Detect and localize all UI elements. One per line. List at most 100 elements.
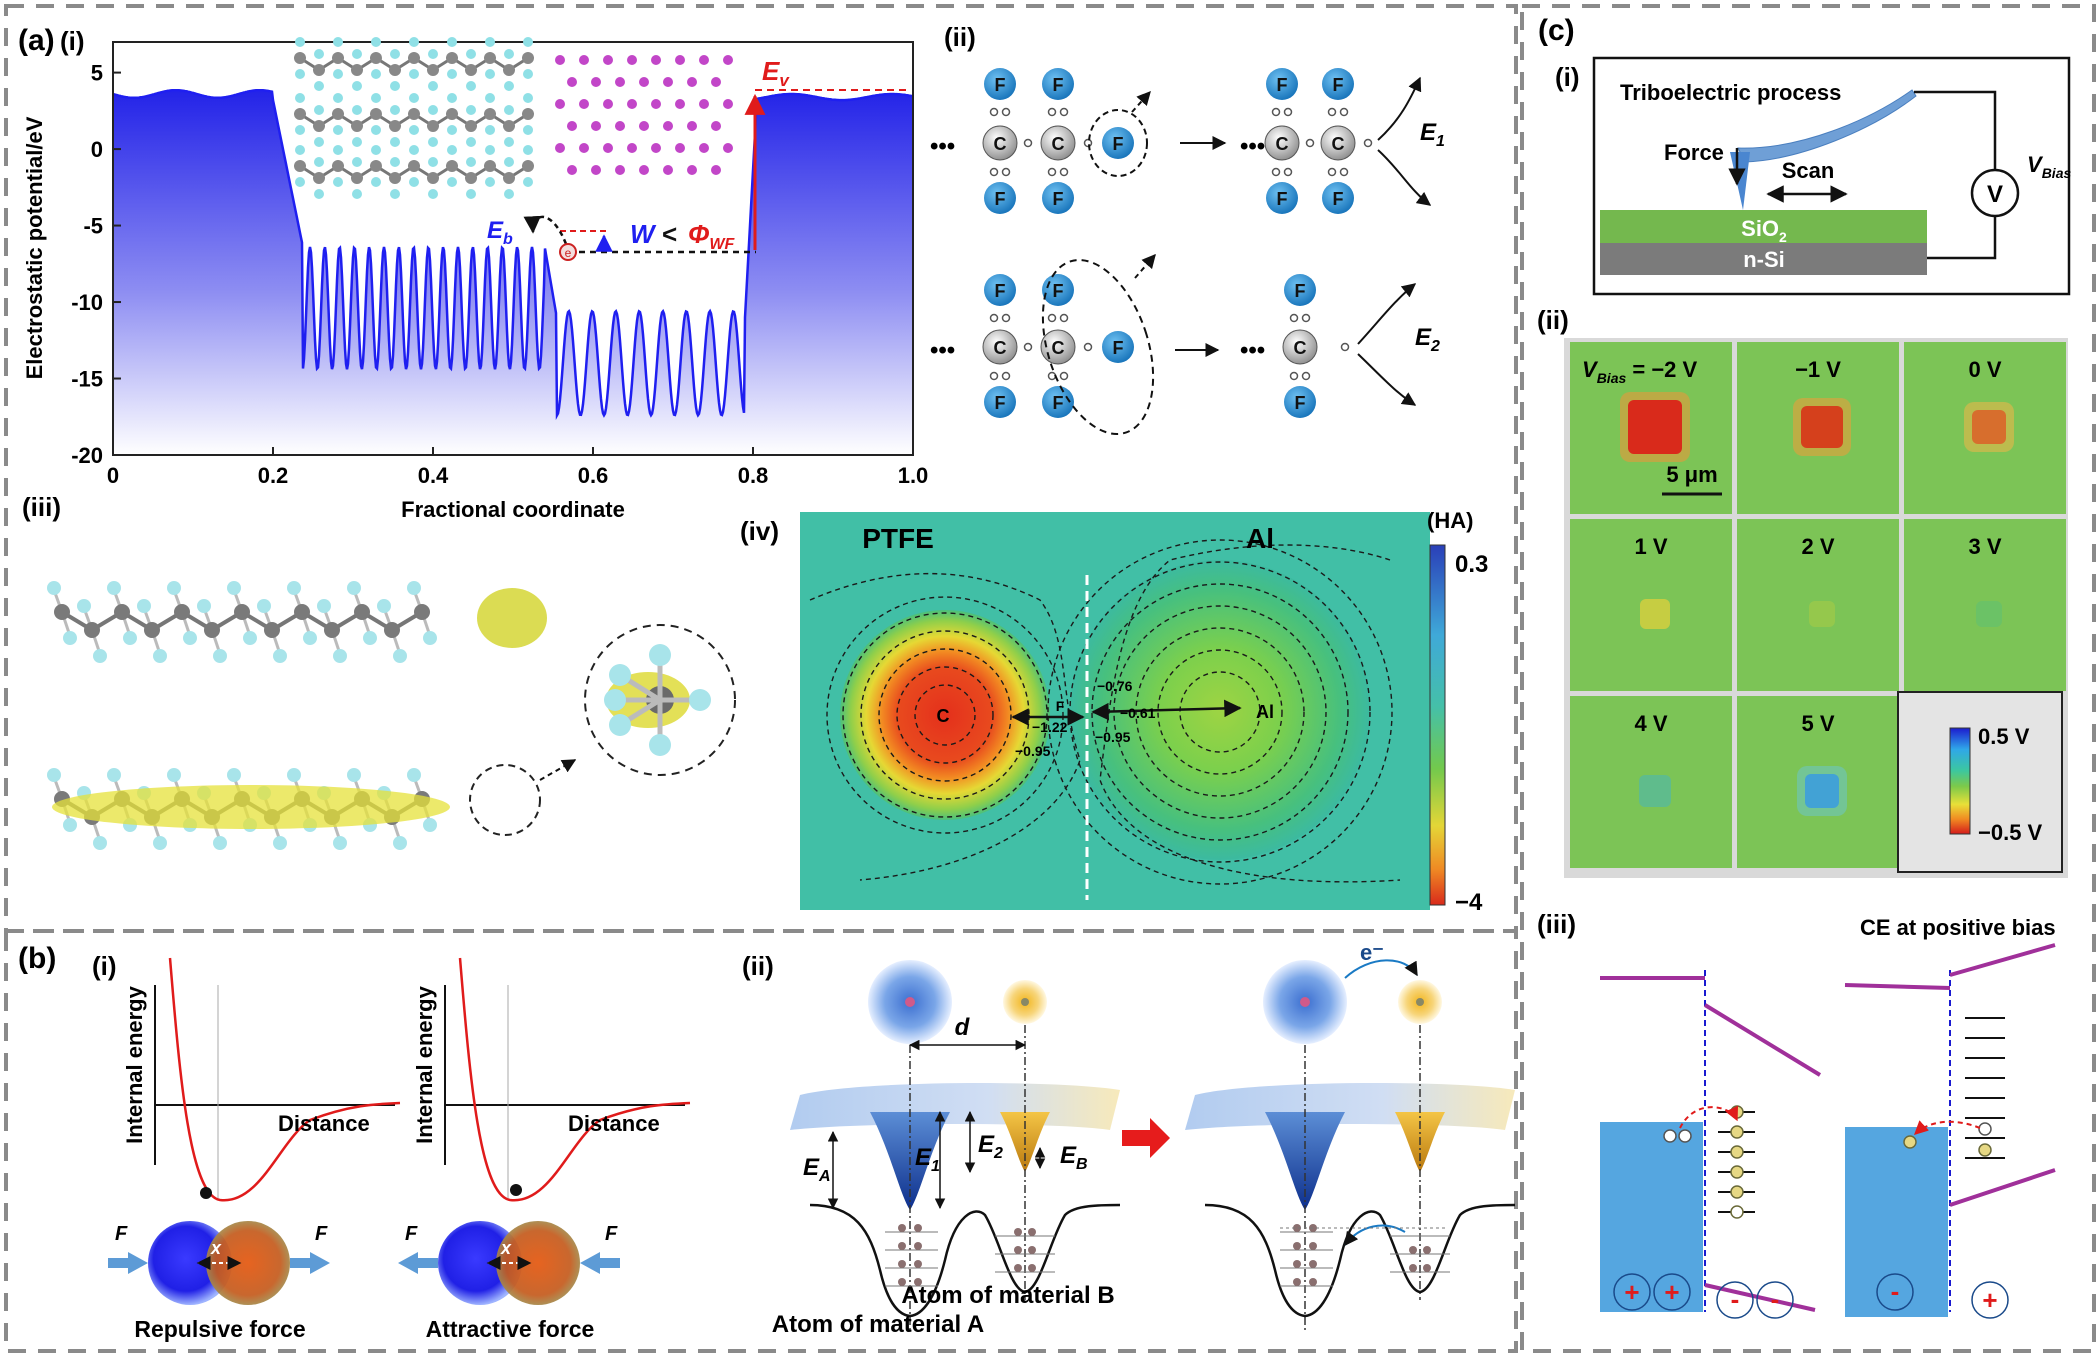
charge-circle — [1756, 1281, 1794, 1319]
fluorine-atom — [447, 69, 457, 79]
potential-map: PTFE Al C Al F −1.22 −0.95 −0.76 −0.61 −… — [800, 512, 1430, 910]
electron-dot — [989, 167, 999, 177]
potential-curve — [458, 957, 691, 1202]
c-ii-colorbar — [1949, 727, 1971, 835]
y-tick-label: -5 — [83, 214, 103, 239]
fluorine-atom — [93, 836, 107, 850]
zoom-fluorine — [609, 714, 631, 736]
trap-electron — [1978, 1122, 1992, 1136]
contour-ring — [1091, 583, 1349, 841]
chain-dots: ••• — [930, 133, 955, 160]
kpfm-tile-sub: Bias — [1597, 370, 1627, 386]
carbon-atom — [332, 160, 344, 172]
al-atom — [603, 55, 613, 65]
energy-sheet — [1185, 1083, 1515, 1130]
carbon-atom — [370, 108, 382, 120]
fluorine-atom — [352, 49, 362, 59]
carbon-atom — [408, 108, 420, 120]
carbon-atom — [313, 172, 325, 184]
x-label: x — [210, 1238, 222, 1258]
nucleus-a — [905, 997, 915, 1007]
al-atom — [603, 143, 613, 153]
al-atom — [651, 143, 661, 153]
fluorine-label: F — [995, 189, 1006, 209]
electron-dot — [1001, 313, 1011, 323]
electron-dot — [1289, 313, 1299, 323]
carbon-atom — [351, 64, 363, 76]
fluorine-atom — [213, 649, 227, 663]
al-atom — [603, 99, 613, 109]
distance-label: Distance — [568, 1111, 660, 1136]
fluorine-atom — [333, 836, 347, 850]
electron-dot — [1023, 342, 1033, 352]
fluorine-atom — [409, 125, 419, 135]
fluorine-atom — [504, 105, 514, 115]
kpfm-tile-label: 0 V — [1968, 357, 2001, 382]
carbon-atom — [522, 108, 534, 120]
carbon-atom — [503, 172, 515, 184]
al-atom — [687, 77, 697, 87]
conduction-band — [1703, 1003, 1822, 1077]
sio2-layer — [1600, 210, 1927, 243]
electron — [1309, 1278, 1317, 1286]
electron — [1309, 1260, 1317, 1268]
kpfm-tile — [1904, 519, 2066, 691]
electron-dot — [1059, 371, 1069, 381]
electron — [898, 1242, 906, 1250]
trap-electron — [1730, 1105, 1744, 1119]
fluorine-atom — [390, 137, 400, 147]
fluorine-atom — [371, 125, 381, 135]
fluorine-atom — [428, 81, 438, 91]
contour-ring — [914, 684, 976, 746]
carbon-atom — [484, 160, 496, 172]
e1-sub: 1 — [1436, 133, 1445, 150]
electron — [898, 1224, 906, 1232]
charge-sign: - — [1731, 1284, 1740, 1314]
energy-arrow — [1357, 353, 1417, 406]
electron-dot — [1339, 107, 1349, 117]
energy-arrow — [1357, 283, 1417, 345]
fluorine-atom — [47, 768, 61, 782]
x-tick-label: 1.0 — [898, 463, 929, 488]
leave-arrow — [1131, 90, 1151, 113]
fluorine-label: F — [1053, 75, 1064, 95]
fluorine-atom — [317, 599, 331, 613]
fluorine-atom — [295, 177, 305, 187]
contour-label-5: −0.95 — [1095, 729, 1131, 745]
fluorine-atom — [333, 125, 343, 135]
electron-dot — [989, 371, 999, 381]
fluorine-label: F — [995, 281, 1006, 301]
contour-ring — [896, 666, 994, 764]
atom-blue — [438, 1221, 522, 1305]
panel-a-i-label: (i) — [60, 26, 85, 56]
trap-electron — [1978, 1143, 1992, 1157]
al-atom — [591, 121, 601, 131]
fluorine-label: F — [1113, 338, 1124, 358]
electron — [1409, 1264, 1417, 1272]
electron-symbol: e — [565, 246, 572, 260]
voltmeter-icon — [1970, 168, 2020, 218]
fluorine-atom — [1042, 68, 1074, 100]
carbon-atom — [408, 52, 420, 64]
carbon-atom — [446, 108, 458, 120]
afm-cantilever — [1737, 89, 1917, 163]
fluorine-atom — [295, 37, 305, 47]
panel-a-iii: (iii) — [22, 492, 736, 850]
al-atom — [651, 55, 661, 65]
chain-dots: ••• — [1240, 133, 1265, 160]
fluorine-atom — [352, 157, 362, 167]
zoom-fluorine — [604, 689, 626, 711]
state-dot — [200, 1187, 212, 1199]
al-atom — [663, 121, 673, 131]
al-atom — [711, 121, 721, 131]
kpfm-tile-label: 5 V — [1801, 711, 1834, 736]
fluorine-atom — [137, 599, 151, 613]
electron — [1293, 1278, 1301, 1286]
c-atom-label: C — [937, 706, 950, 726]
carbon-atom — [204, 622, 220, 638]
fluorine-atom — [273, 649, 287, 663]
al-atom — [615, 77, 625, 87]
carbon-label: C — [1052, 338, 1065, 358]
fluorine-atom — [447, 145, 457, 155]
